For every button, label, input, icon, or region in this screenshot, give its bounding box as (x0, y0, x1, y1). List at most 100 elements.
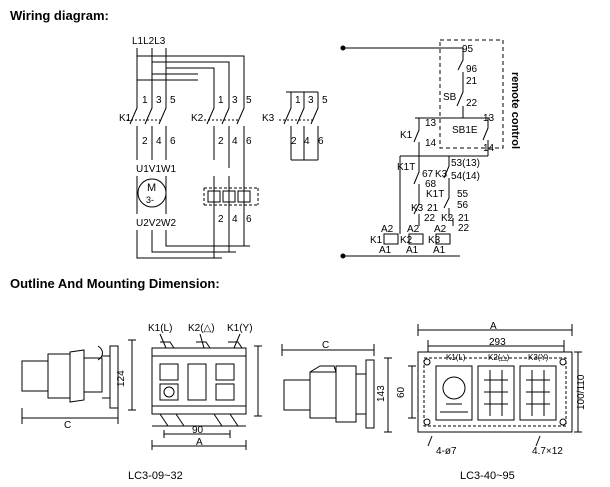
k1-t6: 6 (170, 136, 176, 147)
olr-t4: 4 (232, 214, 238, 225)
k2-t2: 2 (218, 136, 224, 147)
c-22b: 22 (424, 213, 436, 224)
c-k1t2: K1T (426, 189, 444, 200)
k2-t3: 3 (232, 95, 238, 106)
motor-bottom-terminals: U2V2W2 (136, 218, 176, 229)
k3-star-point (290, 126, 319, 161)
dim-60: 60 (396, 386, 407, 398)
c-68: 68 (425, 179, 437, 190)
c-13a: 13 (425, 118, 437, 129)
outline-side-view-mid: C 143 (281, 340, 392, 433)
model-large: LC3-40~95 (460, 470, 515, 482)
c-sb: SB (443, 92, 457, 103)
dim-100-110: 100/110 (576, 374, 587, 410)
k3-t3: 3 (308, 95, 314, 106)
coil-a2-1: A2 (381, 224, 394, 235)
coil-a1-1: A1 (379, 245, 392, 256)
k3-blades (283, 91, 319, 125)
contactor-k1: K1 1 3 5 2 4 6 (119, 92, 176, 160)
c-sb1e: SB1E (452, 125, 478, 136)
motor-phase: 3- (146, 195, 154, 205)
c-67: 67 (422, 169, 434, 180)
c-55: 55 (457, 189, 469, 200)
dim-293: 293 (489, 337, 506, 348)
lbl-k2-small: K2(△) (188, 323, 215, 334)
bus-connect (137, 73, 198, 81)
k1-t4: 4 (156, 136, 162, 147)
phase-labels: L1L2L3 (132, 36, 166, 47)
k1-label: K1 (119, 113, 132, 124)
dim-slot: 4.7×12 (532, 446, 563, 457)
c-k3b: K3 (411, 203, 424, 214)
dim-c-mid: C (322, 340, 329, 351)
contactor-k2: K2 1 3 5 2 4 6 (191, 92, 252, 176)
outline-side-view-small: C 124 (21, 339, 136, 431)
k3-label: K3 (262, 113, 275, 124)
c-22c: 22 (458, 223, 470, 234)
k3-t2: 2 (291, 136, 297, 147)
lbl-k3y-large: K3(Y) (528, 353, 549, 362)
k2-t5: 5 (246, 95, 252, 106)
dim-90: 90 (192, 425, 204, 436)
coil-a2-3: A2 (434, 224, 447, 235)
c-k3a: K3 (435, 169, 448, 180)
k1-t2: 2 (142, 136, 148, 147)
dim-a-small: A (196, 437, 203, 448)
coil-a1-3: A1 (433, 245, 446, 256)
c-96: 96 (466, 64, 478, 75)
lbl-k2-large: K2(△) (488, 353, 510, 362)
outline-front-view-small: K1(L) K2(△) K1(Y) 90 A LC3-09~32 (128, 323, 262, 482)
c-21b: 21 (427, 203, 439, 214)
k3-t5: 5 (322, 95, 328, 106)
motor-leads (136, 176, 167, 214)
motor-symbol: M (147, 182, 156, 194)
motor-top-terminals: U1V1W1 (136, 164, 176, 175)
c-53-13: 53(13) (451, 158, 480, 169)
dim-124: 124 (116, 370, 127, 387)
outline-heading: Outline And Mounting Dimension: (10, 276, 220, 291)
lbl-k1y-small: K1(Y) (227, 323, 253, 334)
power-circuit: L1L2L3 K1 1 3 5 2 4 6 U1V1W1 M 3- U2V2W2 (119, 36, 328, 259)
outline-front-view-large: A 293 K1(L) K2(△) K3(Y) 60 100/110 4-ø7 … (396, 321, 587, 482)
model-small: LC3-09~32 (128, 470, 183, 482)
lbl-k1l-small: K1(L) (148, 323, 172, 334)
k1-blades (129, 92, 167, 125)
k1-t3: 3 (156, 95, 162, 106)
c-56: 56 (457, 200, 469, 211)
olr-t6: 6 (246, 214, 252, 225)
k3-t1: 1 (295, 95, 301, 106)
k3-t6: 6 (318, 136, 324, 147)
motor-return-lines (136, 230, 250, 259)
dim-143: 143 (376, 385, 387, 402)
c-13b: 13 (483, 113, 495, 124)
bus-lines-k2 (137, 55, 245, 92)
coil-a2-2: A2 (407, 224, 420, 235)
c-54-14: 54(14) (451, 171, 480, 182)
k2-t6: 6 (246, 136, 252, 147)
c-95: 95 (462, 44, 474, 55)
c-14b: 14 (483, 143, 495, 154)
motor: U1V1W1 M 3- U2V2W2 (136, 164, 250, 259)
c-14a: 14 (425, 138, 437, 149)
control-circuit: 95 96 21 SB 22 13 K1 14 SB1E 13 14 K1T 6… (340, 39, 521, 259)
k2-t1: 1 (218, 95, 224, 106)
dim-a-large: A (490, 321, 497, 332)
remote-control-box (439, 39, 504, 149)
k1-out-lines (136, 126, 167, 160)
k2-label: K2 (191, 113, 204, 124)
k2-out-lines (213, 126, 245, 176)
dim-c-small: C (64, 420, 71, 431)
k2-blades (206, 92, 245, 125)
c-21c: 21 (458, 213, 470, 224)
coil-k3: K3 (428, 235, 441, 246)
c-k1: K1 (400, 130, 413, 141)
dim-holes: 4-ø7 (436, 446, 457, 457)
c-k1t: K1T (397, 162, 415, 173)
overload-relay: 2 4 6 (203, 176, 259, 258)
c-22: 22 (466, 98, 478, 109)
c-21: 21 (466, 76, 478, 87)
supply-lines (136, 48, 167, 92)
c-k2: K2 (441, 213, 454, 224)
coil-a1-2: A1 (406, 245, 419, 256)
